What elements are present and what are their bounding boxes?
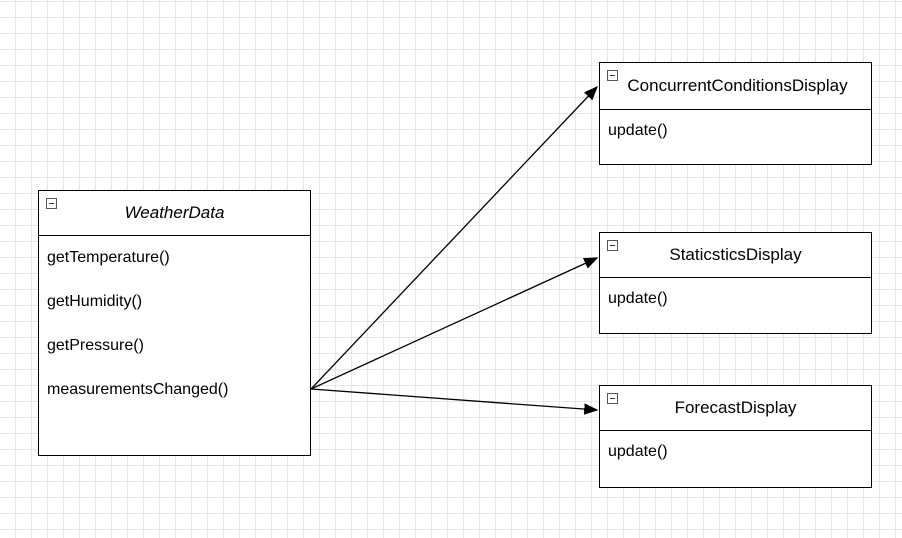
operation-update[interactable]: update() xyxy=(608,443,668,460)
operation-list: getTemperature() getHumidity() getPressu… xyxy=(39,236,310,401)
edge-weatherdata-to-forecastdisplay[interactable] xyxy=(310,388,599,415)
collapse-minus-icon[interactable] xyxy=(607,240,618,251)
class-header: ConcurrentConditionsDisplay xyxy=(600,63,871,110)
operation-getpressure[interactable]: getPressure() xyxy=(47,337,144,354)
class-header: WeatherData xyxy=(39,191,310,236)
class-staticsticsdisplay[interactable]: StaticsticsDisplay update() xyxy=(599,232,872,334)
class-forecastdisplay[interactable]: ForecastDisplay update() xyxy=(599,385,872,488)
operation-gettemperature[interactable]: getTemperature() xyxy=(47,249,170,266)
operation-update[interactable]: update() xyxy=(608,290,668,307)
class-name: StaticsticsDisplay xyxy=(669,245,802,264)
edge-weatherdata-to-concurrentconditionsdisplay[interactable] xyxy=(310,85,598,390)
operation-list: update() xyxy=(600,278,871,310)
operation-update[interactable]: update() xyxy=(608,122,668,139)
collapse-minus-icon[interactable] xyxy=(46,198,57,209)
operation-list: update() xyxy=(600,431,871,463)
class-header: StaticsticsDisplay xyxy=(600,233,871,278)
class-concurrentconditionsdisplay[interactable]: ConcurrentConditionsDisplay update() xyxy=(599,62,872,165)
class-name: ConcurrentConditionsDisplay xyxy=(627,76,848,95)
operation-measurementschanged[interactable]: measurementsChanged() xyxy=(47,381,229,398)
collapse-minus-icon[interactable] xyxy=(607,70,618,81)
edge-weatherdata-to-staticsticsdisplay[interactable] xyxy=(310,257,599,390)
class-name: WeatherData xyxy=(124,203,225,222)
class-name: ForecastDisplay xyxy=(674,398,797,417)
operation-gethumidity[interactable]: getHumidity() xyxy=(47,293,143,310)
class-weatherdata[interactable]: WeatherData getTemperature() getHumidity… xyxy=(38,190,311,456)
operation-list: update() xyxy=(600,110,871,142)
class-header: ForecastDisplay xyxy=(600,386,871,431)
collapse-minus-icon[interactable] xyxy=(607,393,618,404)
